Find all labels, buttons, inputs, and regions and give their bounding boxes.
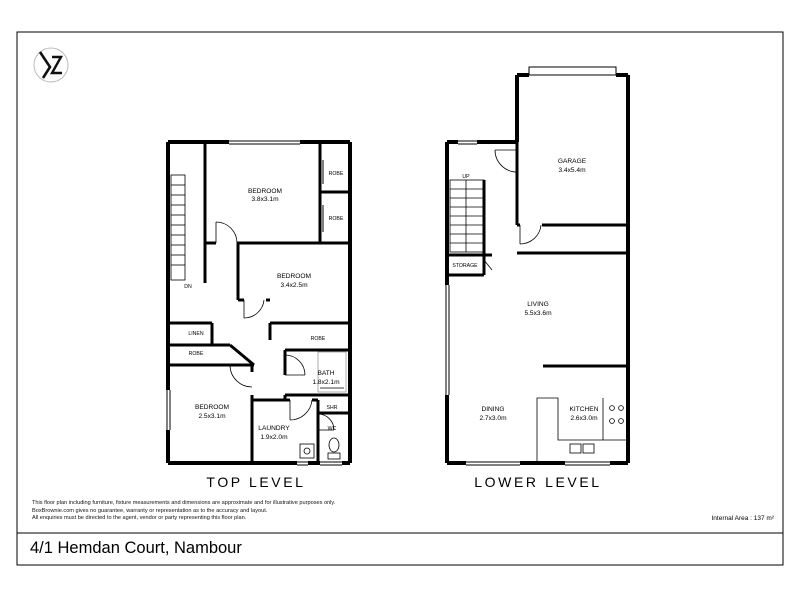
disclaimer-text: This floor plan including furniture, fix… — [32, 500, 452, 523]
property-address: 4/1 Hemdan Court, Nambour — [30, 539, 242, 557]
internal-area: Internal Area : 137 m² — [711, 515, 774, 522]
kitchen-size: 2.6x3.0m — [570, 415, 598, 422]
garage-size: 3.4x5.4m — [558, 167, 586, 174]
shower-label: SHR — [327, 405, 338, 411]
robe-3-label: ROBE — [189, 351, 204, 357]
laundry-label: LAUNDRY — [258, 425, 290, 432]
bedroom-1-size: 3.8x3.1m — [251, 196, 279, 203]
living-size: 5.5x3.6m — [524, 310, 552, 317]
top-level-title: TOP LEVEL — [206, 474, 305, 490]
stairs-up-label: UP — [462, 174, 470, 180]
bedroom-2-size: 3.4x2.5m — [280, 282, 308, 289]
lower-level-plan — [445, 66, 630, 466]
dining-label: DINING — [481, 406, 504, 413]
bath-label: BATH — [317, 370, 334, 377]
bath-size: 1.8x2.1m — [312, 379, 340, 386]
storage-label: STORAGE — [452, 263, 478, 269]
disclaimer-line: This floor plan including furniture, fix… — [32, 500, 336, 506]
robe-1-label: ROBE — [329, 171, 344, 177]
robe-4-label: ROBE — [311, 336, 326, 342]
sheet-frame — [16, 31, 784, 566]
dining-size: 2.7x3.0m — [479, 415, 507, 422]
wc-label: WC — [328, 426, 337, 432]
kitchen-label: KITCHEN — [570, 406, 599, 413]
kz-compass-logo-icon — [33, 47, 69, 83]
lower-level-title: LOWER LEVEL — [474, 474, 601, 490]
linen-label: LINEN — [188, 331, 204, 337]
bedroom-3-size: 2.5x3.1m — [198, 413, 226, 420]
bedroom-3-label: BEDROOM — [195, 404, 229, 411]
laundry-size: 1.9x2.0m — [260, 434, 288, 441]
robe-2-label: ROBE — [329, 216, 344, 222]
garage-label: GARAGE — [558, 158, 587, 165]
bedroom-1-label: BEDROOM — [248, 188, 282, 195]
disclaimer-line: All enquiries must be directed to the ag… — [32, 515, 247, 522]
top-level-plan — [166, 140, 352, 466]
stairs-down-label: DN — [184, 284, 192, 290]
disclaimer-line: BoxBrownie.com gives no guarantee, warra… — [32, 507, 268, 514]
living-label: LIVING — [527, 301, 549, 308]
bedroom-2-label: BEDROOM — [277, 273, 311, 280]
